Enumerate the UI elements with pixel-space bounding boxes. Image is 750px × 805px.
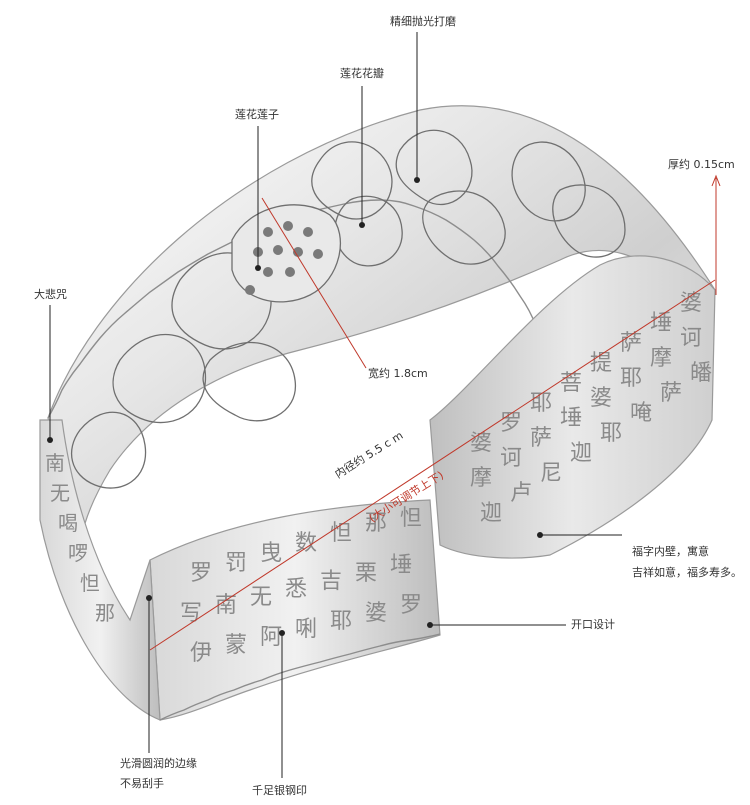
label-opening: 开口设计	[571, 618, 615, 631]
label-edge-2: 不易刮手	[120, 777, 164, 790]
svg-text:南: 南	[45, 451, 65, 475]
label-silver-mark: 千足银钢印	[252, 784, 307, 797]
engraved-text-right: 婆罗耶 菩提萨 埵婆 摩诃萨 埵婆耶 摩诃 迦卢尼 迦耶唵 萨皤	[470, 291, 712, 526]
svg-text:提: 提	[590, 351, 612, 376]
svg-text:罗: 罗	[190, 561, 212, 586]
svg-text:那: 那	[365, 511, 387, 536]
outer-band	[47, 105, 716, 601]
callout-lines	[49, 32, 622, 778]
svg-text:唎: 唎	[295, 617, 317, 642]
svg-text:唵: 唵	[630, 401, 652, 426]
svg-text:婆: 婆	[365, 601, 387, 626]
svg-text:埵: 埵	[560, 406, 582, 431]
svg-text:那: 那	[95, 601, 115, 625]
label-inner-wall-2: 吉祥如意，福多寿多。	[632, 566, 742, 579]
svg-text:罗: 罗	[500, 411, 522, 436]
lotus-pod	[231, 204, 342, 303]
svg-text:迦: 迦	[570, 441, 592, 466]
inner-band-left	[39, 419, 161, 721]
svg-text:悉: 悉	[285, 577, 307, 602]
label-polish: 精细抛光打磨	[390, 15, 456, 28]
svg-text:罚: 罚	[225, 551, 247, 576]
svg-text:栗: 栗	[355, 561, 377, 586]
svg-text:皤: 皤	[690, 361, 712, 386]
svg-text:尼: 尼	[540, 461, 562, 486]
label-width: 宽约 1.8cm	[368, 367, 428, 380]
svg-text:怛: 怛	[330, 521, 352, 546]
svg-text:南: 南	[215, 593, 237, 618]
svg-text:罗: 罗	[400, 593, 422, 618]
svg-text:摩: 摩	[650, 346, 672, 371]
svg-text:萨: 萨	[530, 426, 552, 451]
label-inner-wall-1: 福字内壁，寓意	[632, 545, 709, 558]
label-mantra: 大悲咒	[34, 288, 67, 301]
svg-text:耶: 耶	[600, 421, 622, 446]
svg-text:怛: 怛	[400, 506, 422, 531]
inner-band-right	[429, 255, 716, 559]
label-edge-1: 光滑圆润的边缘	[120, 757, 197, 770]
svg-text:耶: 耶	[530, 391, 552, 416]
svg-text:啰: 啰	[68, 541, 88, 565]
label-petal: 莲花花瓣	[340, 67, 384, 80]
svg-text:耶: 耶	[620, 366, 642, 391]
callout-dots	[47, 177, 543, 636]
label-thickness: 厚约 0.15cm	[668, 158, 735, 171]
svg-text:无: 无	[250, 585, 272, 610]
engraved-text-bottom: 罗罚曳 数怛那 怛 写南无 悉吉栗 埵 伊蒙阿 唎耶婆 罗	[180, 506, 422, 666]
svg-text:诃: 诃	[500, 446, 522, 471]
svg-text:埵: 埵	[390, 553, 412, 578]
svg-text:萨: 萨	[620, 331, 642, 356]
svg-text:菩: 菩	[560, 371, 582, 396]
svg-text:阿: 阿	[260, 625, 282, 650]
label-seed: 莲花莲子	[235, 108, 279, 121]
svg-text:埵: 埵	[650, 311, 672, 336]
inner-band-bottom	[149, 499, 441, 721]
svg-text:婆: 婆	[470, 431, 492, 456]
svg-text:婆: 婆	[680, 291, 702, 316]
svg-text:耶: 耶	[330, 609, 352, 634]
svg-text:无: 无	[50, 481, 70, 505]
engraved-text-left: 南无喝 啰怛那	[45, 451, 115, 625]
svg-text:写: 写	[180, 601, 202, 626]
scalloped-edge-bottom	[159, 633, 441, 721]
svg-text:蒙: 蒙	[225, 633, 247, 658]
svg-text:数: 数	[295, 531, 317, 556]
svg-text:迦: 迦	[480, 501, 502, 526]
svg-text:伊: 伊	[190, 641, 212, 666]
measurement-lines	[149, 174, 721, 651]
svg-text:卢: 卢	[510, 481, 532, 506]
svg-text:摩: 摩	[470, 466, 492, 491]
svg-text:萨: 萨	[660, 381, 682, 406]
svg-text:怛: 怛	[80, 571, 100, 595]
svg-text:吉: 吉	[320, 569, 342, 594]
svg-text:喝: 喝	[58, 511, 78, 535]
svg-text:婆: 婆	[590, 386, 612, 411]
svg-text:诃: 诃	[680, 326, 702, 351]
svg-text:曳: 曳	[260, 541, 282, 566]
